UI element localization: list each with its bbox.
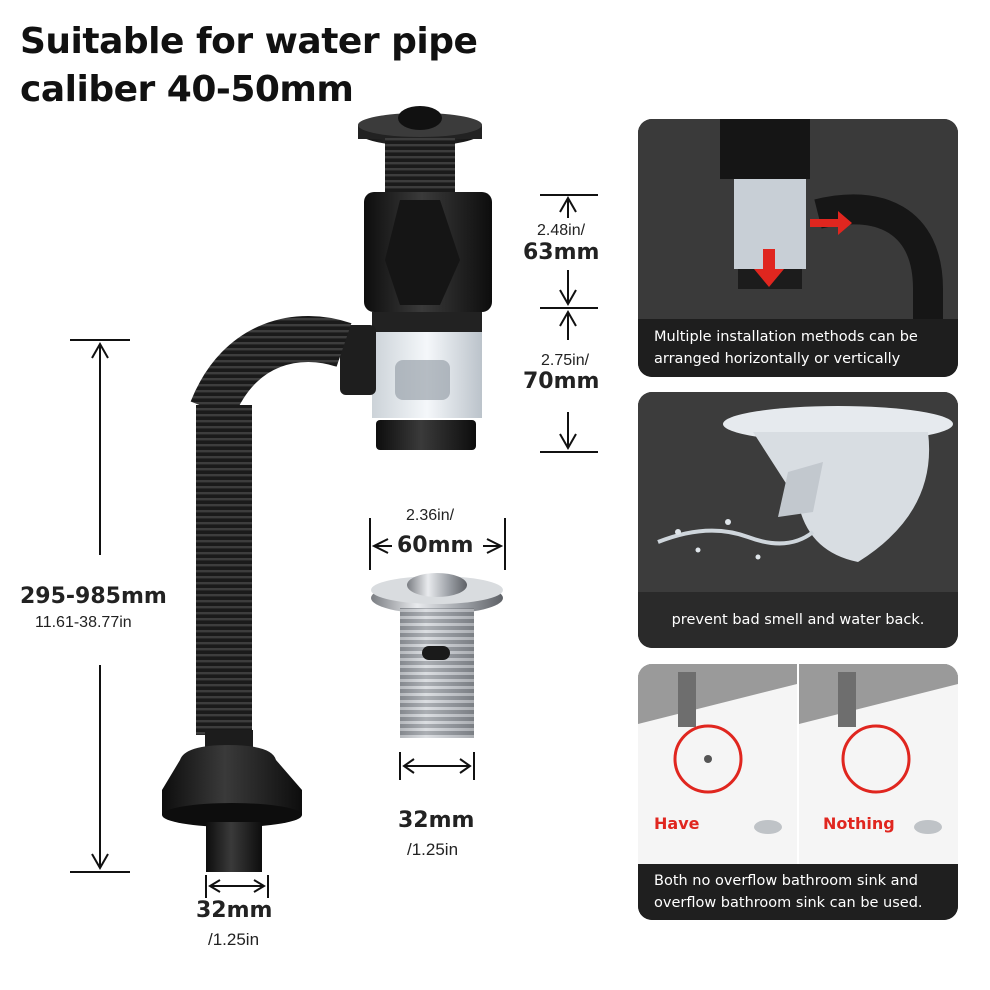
feature-panel-installation: Multiple installation methods can be arr… xyxy=(638,119,958,377)
have-overflow-label: Have xyxy=(654,814,700,833)
chrome-popup-drain xyxy=(371,573,503,738)
feature-panel-overflow: Have Nothing Both no overflow bathroom s… xyxy=(638,664,958,920)
odor-valve-illustration xyxy=(638,392,958,592)
installation-illustration xyxy=(638,119,958,319)
drain-width-mm: 60mm xyxy=(397,533,474,558)
drain-width-inch: 2.36in/ xyxy=(406,507,455,524)
no-overflow-label: Nothing xyxy=(823,814,895,833)
headline-line-1: Suitable for water pipe xyxy=(20,21,478,62)
upper-height-inch: 2.48in/ xyxy=(537,222,586,239)
headline: Suitable for water pipe caliber 40-50mm xyxy=(20,18,478,114)
trap-body xyxy=(340,192,492,450)
pipe-outlet-mm: 32mm xyxy=(196,898,273,923)
lower-height-inch: 2.75in/ xyxy=(541,352,590,369)
hose-length-inch: 11.61-38.77in xyxy=(35,614,132,631)
sink-comparison-illustration xyxy=(638,664,958,864)
lower-height-mm: 70mm xyxy=(523,369,600,394)
installation-caption: Multiple installation methods can be arr… xyxy=(638,319,958,377)
headline-line-2: caliber 40-50mm xyxy=(20,69,354,110)
dimension-lines xyxy=(70,194,598,898)
upper-height-mm: 63mm xyxy=(523,240,600,265)
feature-panel-odor: prevent bad smell and water back. xyxy=(638,392,958,648)
drain-assembly-illustration xyxy=(70,106,598,898)
strainer-cap xyxy=(358,106,482,193)
drain-body-inch: /1.25in xyxy=(407,840,459,859)
odor-caption: prevent bad smell and water back. xyxy=(638,592,958,648)
hose-length-mm: 295-985mm xyxy=(20,584,167,609)
pipe-outlet-inch: /1.25in xyxy=(208,930,260,949)
flexible-hose xyxy=(162,316,352,872)
drain-body-mm: 32mm xyxy=(398,808,475,833)
overflow-caption: Both no overflow bathroom sink and overf… xyxy=(638,864,958,920)
